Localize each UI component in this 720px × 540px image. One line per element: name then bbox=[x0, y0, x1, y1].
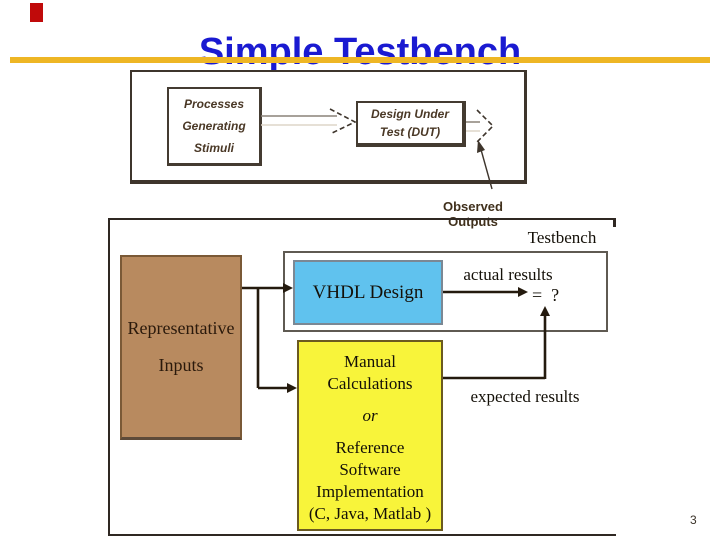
manual-box-line: Calculations bbox=[327, 374, 413, 393]
bottom-frame-corner-tick bbox=[613, 218, 616, 227]
processes-generating-stimuli-box: Processes Generating Stimuli bbox=[167, 87, 262, 166]
manual-box-line: (C, Java, Matlab ) bbox=[308, 504, 432, 523]
manual-box-line: Manual bbox=[344, 352, 396, 371]
design-under-test-box: Design Under Test (DUT) bbox=[356, 101, 466, 147]
manual-box-line: Reference bbox=[335, 438, 405, 457]
vhdl-design-box: VHDL Design bbox=[293, 260, 443, 325]
representative-inputs-box: Representative Inputs bbox=[120, 255, 242, 440]
expected-results-label: expected results bbox=[470, 387, 580, 406]
inputs-box-line: Inputs bbox=[158, 355, 204, 375]
observed-outputs-label: Observed Outputs bbox=[443, 199, 503, 229]
testbench-label: Testbench bbox=[527, 228, 597, 247]
dut-box-line: Test (DUT) bbox=[379, 125, 441, 139]
vhdl-design-label: VHDL Design bbox=[312, 281, 424, 303]
bottom-testbench-frame bbox=[108, 218, 616, 536]
inputs-box-line: Representative bbox=[127, 318, 235, 338]
manual-box-line: Implementation bbox=[316, 482, 424, 501]
actual-results-label: actual results bbox=[463, 265, 553, 284]
manual-box-line: Software bbox=[339, 460, 401, 479]
stimuli-box-line: Generating bbox=[182, 119, 246, 133]
manual-calculations-box: Manual Calculations or Reference Softwar… bbox=[297, 340, 443, 531]
dut-box-line: Design Under bbox=[370, 107, 449, 121]
page-number: 3 bbox=[690, 513, 697, 527]
stimuli-box-line: Processes bbox=[183, 97, 245, 111]
template-red-accent bbox=[30, 3, 43, 22]
stimuli-box-line: Stimuli bbox=[193, 141, 234, 155]
title-underline-rule bbox=[10, 57, 710, 63]
manual-box-or-line: or bbox=[362, 406, 378, 425]
equality-check-label: = ? bbox=[532, 285, 560, 305]
page-title: Simple Testbench bbox=[198, 31, 522, 74]
